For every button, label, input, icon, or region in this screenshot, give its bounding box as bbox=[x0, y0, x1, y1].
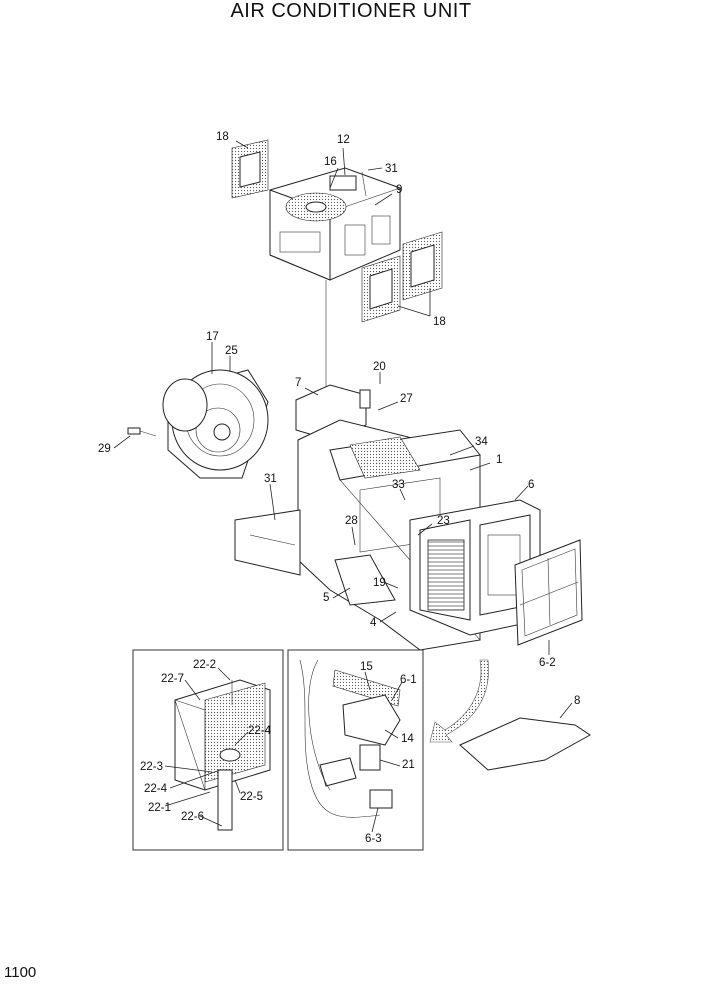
callout-23: 23 bbox=[437, 515, 450, 527]
blower-motor bbox=[162, 369, 269, 479]
callout-34: 34 bbox=[475, 436, 488, 448]
leader-lines bbox=[113, 140, 573, 833]
callout-6-3: 6-3 bbox=[365, 833, 382, 845]
callout-15: 15 bbox=[360, 661, 373, 673]
callout-22-1: 22-1 bbox=[148, 802, 171, 814]
callout-6-2: 6-2 bbox=[539, 657, 556, 669]
callout-6-1: 6-1 bbox=[400, 674, 417, 686]
callout-22-3: 22-3 bbox=[140, 761, 163, 773]
callout-7: 7 bbox=[295, 377, 301, 389]
callout-4: 4 bbox=[370, 617, 377, 629]
callout-18-right: 18 bbox=[433, 316, 446, 328]
evaporator-core-22-1 bbox=[174, 679, 271, 831]
filter-frame-right-1 bbox=[361, 255, 401, 323]
callout-22-6: 22-6 bbox=[181, 811, 204, 823]
callout-22-4-upper: 22-4 bbox=[248, 725, 272, 737]
callout-12: 12 bbox=[337, 134, 350, 146]
callout-6: 6 bbox=[528, 479, 534, 491]
callout-22-5: 22-5 bbox=[240, 791, 263, 803]
callout-1: 1 bbox=[496, 454, 502, 466]
callout-17: 17 bbox=[206, 331, 219, 343]
callout-22-2: 22-2 bbox=[193, 659, 216, 671]
callout-8: 8 bbox=[574, 695, 580, 707]
callout-29: 29 bbox=[98, 443, 111, 455]
bolt-29 bbox=[127, 427, 157, 437]
callout-33: 33 bbox=[392, 479, 405, 491]
callout-21: 21 bbox=[402, 759, 415, 771]
callout-14: 14 bbox=[401, 733, 414, 745]
evaporator-detail-box bbox=[132, 649, 284, 851]
callout-20: 20 bbox=[373, 361, 386, 373]
callout-9: 9 bbox=[396, 184, 402, 196]
callout-31-top: 31 bbox=[385, 163, 398, 175]
callout-31-side: 31 bbox=[264, 473, 277, 485]
callout-22-4-lower: 22-4 bbox=[144, 783, 168, 795]
upper-blower-housing bbox=[269, 167, 401, 281]
callout-27: 27 bbox=[400, 393, 413, 405]
page-title: AIR CONDITIONER UNIT bbox=[230, 0, 472, 22]
callout-25: 25 bbox=[225, 345, 238, 357]
callout-28: 28 bbox=[345, 515, 358, 527]
callout-labels: 18 12 16 31 9 18 17 25 7 20 27 29 34 1 6… bbox=[98, 131, 580, 845]
control-panel-detail bbox=[299, 659, 401, 818]
control-detail-box bbox=[287, 649, 424, 851]
filter-frame-right-2 bbox=[402, 231, 443, 301]
floor-panel-8 bbox=[459, 717, 591, 771]
page-number: 1100 bbox=[4, 964, 37, 981]
callout-18-top: 18 bbox=[216, 131, 229, 143]
callout-22-7: 22-7 bbox=[161, 673, 184, 685]
callout-19: 19 bbox=[373, 577, 386, 589]
callout-5: 5 bbox=[323, 592, 329, 604]
callout-16: 16 bbox=[324, 156, 337, 168]
filter-frame-top-left bbox=[231, 139, 269, 199]
air-filter-6-2 bbox=[514, 539, 583, 646]
reference-arrow bbox=[429, 659, 489, 743]
